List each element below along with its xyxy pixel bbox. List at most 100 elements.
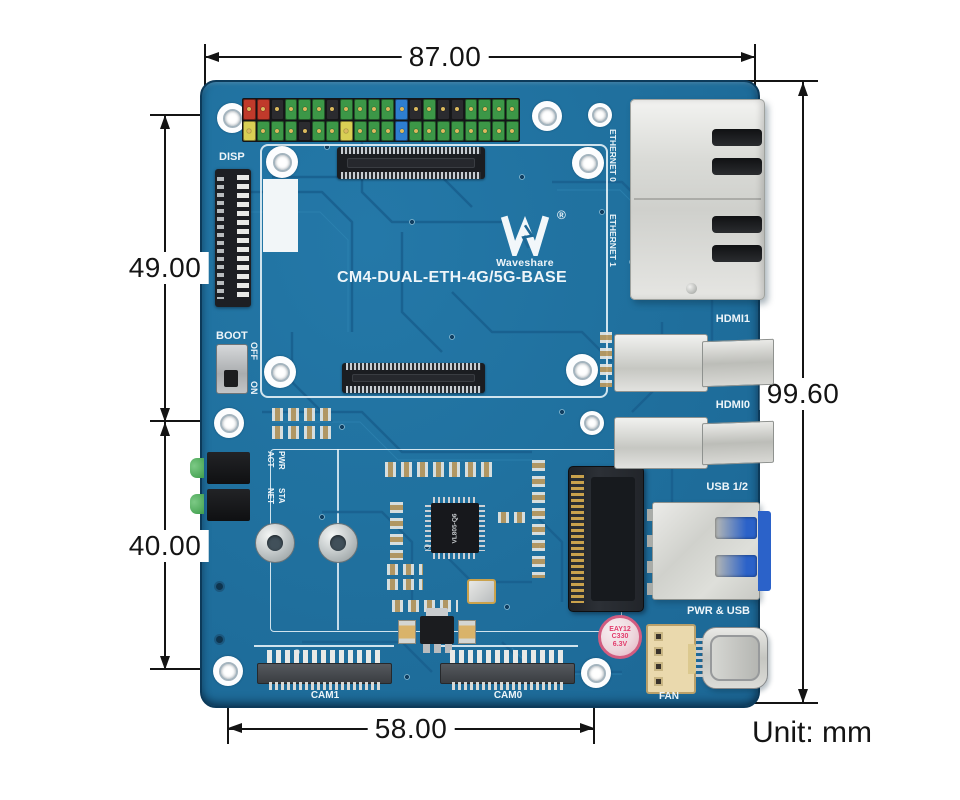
gpio-jumper <box>506 120 519 141</box>
pwr-label: PWR <box>277 451 286 470</box>
rj45-slot <box>712 216 762 233</box>
gpio-pin <box>275 107 280 112</box>
tantalum-cap <box>458 620 476 644</box>
smd-cluster <box>600 332 612 387</box>
dim-left-upper-value: 49.00 <box>121 252 209 284</box>
gpio-jumper <box>464 99 478 120</box>
pin-comb <box>269 682 380 690</box>
smd-cluster <box>385 462 497 477</box>
cm4-connector-bottom <box>342 363 485 393</box>
pwr-usb-label: PWR & USB <box>687 605 750 617</box>
gpio-jumper <box>270 120 284 141</box>
cm4-hole-bottom-left <box>264 356 296 388</box>
gpio-pin <box>510 128 515 133</box>
usb-leg <box>647 509 653 521</box>
gpio-pin <box>275 128 280 133</box>
dim-left-upper-arrow-top <box>160 115 170 129</box>
brand-label: Waveshare <box>496 257 554 269</box>
gpio-pin <box>413 128 418 133</box>
gpio-pin <box>496 128 501 133</box>
gpio-pin <box>399 128 404 133</box>
gpio-jumper <box>367 99 381 120</box>
pin-comb <box>696 638 703 678</box>
usb-a-ports <box>647 502 771 600</box>
pin-comb <box>341 147 481 154</box>
silk-white-patch <box>263 179 298 252</box>
gpio-pin <box>441 128 446 133</box>
usb-leg <box>647 561 653 573</box>
hdmi0-plug <box>702 420 774 466</box>
dim-bottom-ext-left <box>227 692 229 744</box>
chip-marking: VL805-Q6 <box>451 513 459 543</box>
gpio-pin <box>330 107 335 112</box>
smd-cluster <box>272 408 332 421</box>
dim-bottom-value: 58.00 <box>367 713 455 745</box>
gpio-jumper <box>450 120 464 141</box>
gpio-pin <box>427 128 432 133</box>
gpio-jumper <box>312 120 326 141</box>
boot-label: BOOT <box>216 330 248 342</box>
dim-left-lower-arrow-top <box>160 422 170 436</box>
gpio-jumper <box>326 120 339 141</box>
cm4-module-outline <box>260 144 608 398</box>
gpio-jumper <box>478 120 492 141</box>
dim-left-lower-value: 40.00 <box>121 530 209 562</box>
mounting-hole-top-right <box>532 101 562 131</box>
standoff-left <box>255 523 295 563</box>
crystal-oscillator <box>467 579 496 604</box>
gpio-jumper <box>256 99 270 120</box>
ethernet-screw <box>686 283 697 294</box>
standoff-right <box>318 523 358 563</box>
gpio-jumper <box>312 99 326 120</box>
connector-slot <box>352 374 475 382</box>
fan-pin <box>654 662 663 671</box>
led-act-pwr <box>207 452 250 484</box>
cam0-connector <box>440 650 575 690</box>
via-hole-left-2 <box>216 636 223 643</box>
fan-pin <box>654 632 663 641</box>
hdmi1-port <box>614 334 708 392</box>
cm4-connector-top <box>337 147 485 179</box>
gpio-header <box>242 98 520 142</box>
gpio-jumper <box>243 120 256 141</box>
gpio-pin <box>482 107 487 112</box>
gpio-jumper <box>339 120 353 141</box>
tantalum-cap <box>398 620 416 644</box>
gpio-pin <box>385 128 390 133</box>
pin-comb <box>217 177 224 299</box>
gpio-jumper <box>298 120 312 141</box>
hdmi0-port <box>614 417 708 469</box>
pin-comb <box>450 650 565 664</box>
gpio-jumper <box>395 99 409 120</box>
gpio-pin <box>441 107 446 112</box>
led-labels-top: ACT PWR <box>266 451 286 470</box>
dim-bottom-arrow-right <box>580 723 594 733</box>
ethernet1-label: ETHERNET 1 <box>608 214 618 267</box>
chip-body: VL805-Q6 <box>431 503 479 553</box>
mounting-hole-top-far-right <box>588 103 612 127</box>
gpio-jumper <box>243 99 256 120</box>
gpio-pin <box>372 107 377 112</box>
boot-switch-knob <box>224 370 238 387</box>
usb-leg <box>647 535 653 547</box>
dim-bottom-ext-right <box>593 690 595 744</box>
act-label: ACT <box>266 451 275 468</box>
pin-comb <box>346 386 481 393</box>
via-hole-left-1 <box>216 583 223 590</box>
dim-left-ext-top <box>150 114 230 116</box>
capacitor-text-1: EAY12 <box>609 625 631 633</box>
gpio-jumper <box>353 120 367 141</box>
gpio-pin <box>358 107 363 112</box>
fan-connector <box>646 624 696 694</box>
dim-left-upper-arrow-bottom <box>160 408 170 422</box>
gpio-jumper <box>270 99 284 120</box>
ethernet-ports <box>630 99 765 300</box>
rj45-slot <box>712 245 762 262</box>
gpio-jumper <box>367 120 381 141</box>
gpio-jumper <box>478 99 492 120</box>
cam0-silk-line <box>438 645 578 647</box>
cam0-label: CAM0 <box>493 690 523 701</box>
gpio-jumper <box>284 99 298 120</box>
smd-cluster <box>498 512 528 523</box>
